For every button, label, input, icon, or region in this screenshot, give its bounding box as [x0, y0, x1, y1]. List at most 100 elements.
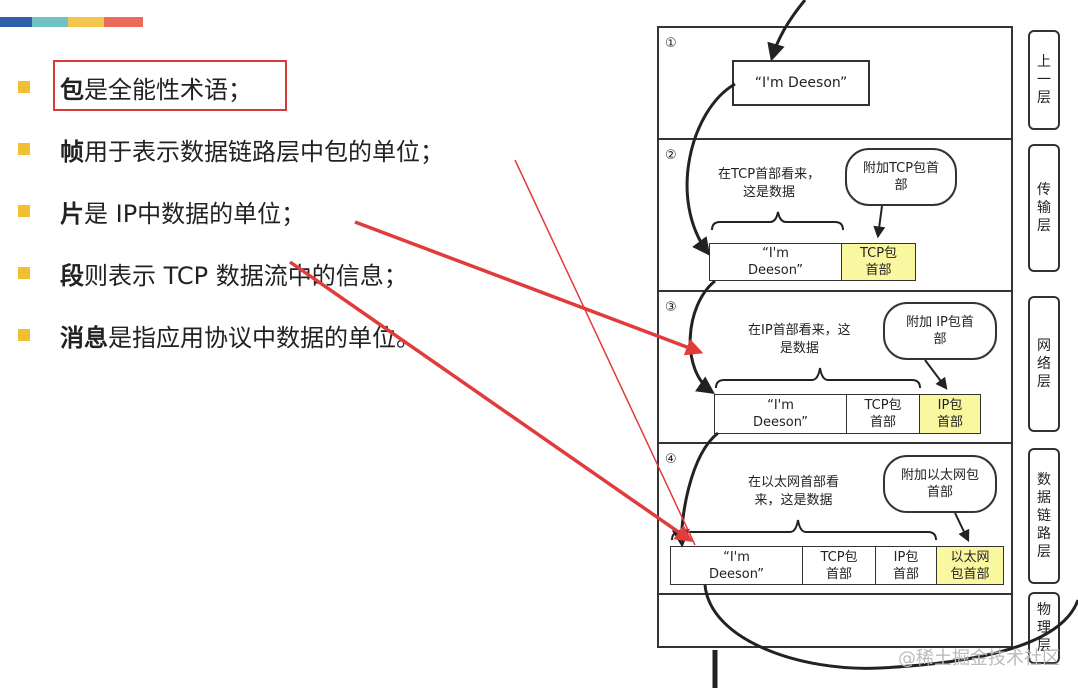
cell-line: TCP包 — [859, 246, 898, 261]
flow-arrow-2-3 — [688, 279, 716, 395]
brace-3 — [715, 367, 921, 389]
bullet-marker-2 — [18, 143, 30, 155]
data-note: 在以太网首部看来，这是数据 — [748, 474, 839, 510]
cell-line: 首部 — [825, 566, 852, 582]
bullet-line-4: 段则表示 TCP 数据流中的信息； — [60, 256, 408, 291]
layer-char: 层 — [1037, 638, 1051, 654]
layer-char: 一 — [1037, 72, 1051, 88]
bullet-marker-5 — [18, 329, 30, 341]
definition: 是指应用协议中数据的单位。 — [108, 324, 420, 352]
cell-line: IP包 — [937, 398, 963, 413]
cell-line: 首部 — [892, 566, 919, 582]
flow-arrow-incoming — [767, 0, 807, 62]
layer-char: 链 — [1037, 508, 1051, 524]
section-divider — [657, 442, 1013, 444]
top-strip-yellow — [68, 17, 104, 27]
layer-label-transport: 传输层 — [1028, 144, 1060, 272]
layer-char: 输 — [1037, 200, 1051, 216]
layer-char: 层 — [1037, 218, 1051, 234]
cell-line: “I'm — [723, 549, 750, 565]
layer-char: 物 — [1037, 602, 1051, 618]
ip-header-cell: IP包首部 — [919, 394, 981, 434]
layer-char: 据 — [1037, 490, 1051, 506]
data-note: 在IP首部看来，这是数据 — [748, 322, 851, 358]
layer-label-upper: 上一层 — [1028, 30, 1060, 130]
bubble-line: 部 — [894, 178, 908, 193]
term: 消息 — [60, 324, 108, 352]
layer-char: 传 — [1037, 182, 1051, 198]
bubble-line: 首部 — [926, 485, 953, 500]
cell-line: Deeson” — [709, 566, 764, 582]
cell-line: Deeson” — [748, 263, 803, 278]
definition: 是 IP中数据的单位； — [84, 200, 306, 228]
header-bubble: 附加 IP包首部 — [883, 302, 997, 360]
definition: 是全能性术语； — [84, 76, 252, 104]
bullet-marker-4 — [18, 267, 30, 279]
cell-line: 首部 — [936, 415, 963, 430]
red-arrow-frame — [514, 159, 696, 546]
bullet-line-5: 消息是指应用协议中数据的单位。 — [60, 318, 420, 353]
top-strip-teal — [32, 17, 68, 27]
watermark: @稀土掘金技术社区 — [898, 648, 1060, 669]
layer-char: 数 — [1037, 472, 1051, 488]
section-number-3: ③ — [665, 300, 677, 315]
bubble-line: 附加以太网包 — [900, 468, 979, 483]
layer-char: 层 — [1037, 90, 1051, 106]
note-line: 在IP首部看来，这 — [748, 323, 851, 338]
cell-line: IP包 — [893, 549, 919, 565]
section-divider — [657, 593, 1013, 595]
layer-char: 络 — [1037, 356, 1051, 372]
top-strip-red — [104, 17, 143, 27]
bullet-marker-1 — [18, 81, 30, 93]
data-note: 在TCP首部看来， 这是数据 — [718, 166, 820, 202]
layer-char: 层 — [1037, 544, 1051, 560]
cell-line: TCP包 — [820, 549, 858, 565]
cell-line: TCP包 — [864, 398, 902, 413]
header-bubble: 附加以太网包首部 — [883, 455, 997, 513]
note-line: 在TCP首部看来， — [718, 167, 821, 182]
section-divider — [657, 290, 1013, 292]
red-arrow-fragment — [354, 220, 704, 356]
bullet-marker-3 — [18, 205, 30, 217]
brace-4 — [671, 519, 937, 541]
ethernet-header-cell: 以太网包首部 — [936, 546, 1004, 585]
definition: 用于表示数据链路层中包的单位； — [84, 138, 444, 166]
section-number-2: ② — [665, 148, 677, 163]
section-divider — [657, 138, 1013, 140]
bullet-line-2: 帧用于表示数据链路层中包的单位； — [60, 132, 444, 167]
layer-char: 路 — [1037, 526, 1051, 542]
term: 包 — [60, 76, 84, 104]
layer-char: 网 — [1037, 338, 1051, 354]
brace-2 — [711, 211, 844, 231]
bubble-line: 附加TCP包首 — [862, 161, 940, 176]
message-box: “I'm Deeson” — [732, 60, 870, 106]
cell-line: 首部 — [865, 263, 892, 278]
cell-line: “I'm — [762, 246, 789, 261]
note-line: 在以太网首部看 — [748, 475, 840, 490]
cell-line: 首部 — [869, 415, 896, 430]
flow-arrow-1-2 — [685, 82, 736, 256]
tcp-header-cell: TCP包首部 — [846, 394, 920, 434]
bubble-pointer-2 — [873, 205, 886, 239]
layer-label-network: 网络层 — [1028, 296, 1060, 432]
tcp-header-cell: TCP包首部 — [802, 546, 876, 585]
bullet-line-3: 片是 IP中数据的单位； — [60, 194, 305, 229]
flow-arrow-4-5 — [703, 584, 1078, 670]
layer-char: 上 — [1037, 54, 1051, 70]
bullet-line-1: 包是全能性术语； — [60, 70, 252, 105]
note-line: 这是数据 — [743, 185, 796, 200]
term: 片 — [60, 200, 84, 228]
top-strip-blue — [0, 17, 32, 27]
bubble-pointer-3 — [924, 359, 948, 390]
term: 帧 — [60, 138, 84, 166]
bubble-line: 附加 IP包首 — [906, 315, 974, 330]
ip-header-cell: IP包首部 — [875, 546, 937, 585]
bubble-pointer-4 — [954, 512, 970, 543]
section-number-1: ① — [665, 36, 677, 51]
note-line: 来，这是数据 — [754, 493, 833, 508]
section-number-4: ④ — [665, 452, 677, 467]
layer-label-datalink: 数据链路层 — [1028, 448, 1060, 584]
cell-line: 包首部 — [950, 566, 990, 582]
definition: 则表示 TCP 数据流中的信息； — [84, 262, 408, 290]
